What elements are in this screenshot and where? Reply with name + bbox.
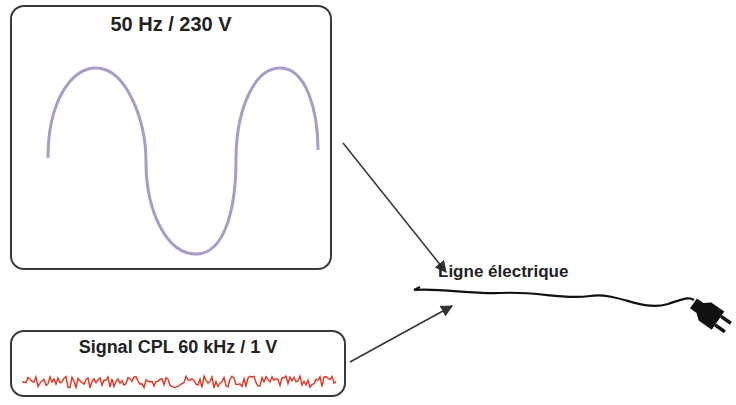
cable-end [414,287,420,290]
box-title: Signal CPL 60 kHz / 1 V [12,337,344,358]
signal-box: 50 Hz / 230 V [10,5,332,270]
plug [687,294,734,336]
power-cable [414,290,694,306]
arrow [350,306,452,362]
line-label: Ligne électrique [438,262,568,282]
sine-wave [48,68,318,254]
arrow [343,143,446,272]
box-title: 50 Hz / 230 V [12,13,330,36]
cpl-noise [22,376,336,388]
signal-box: Signal CPL 60 kHz / 1 V [10,330,346,397]
